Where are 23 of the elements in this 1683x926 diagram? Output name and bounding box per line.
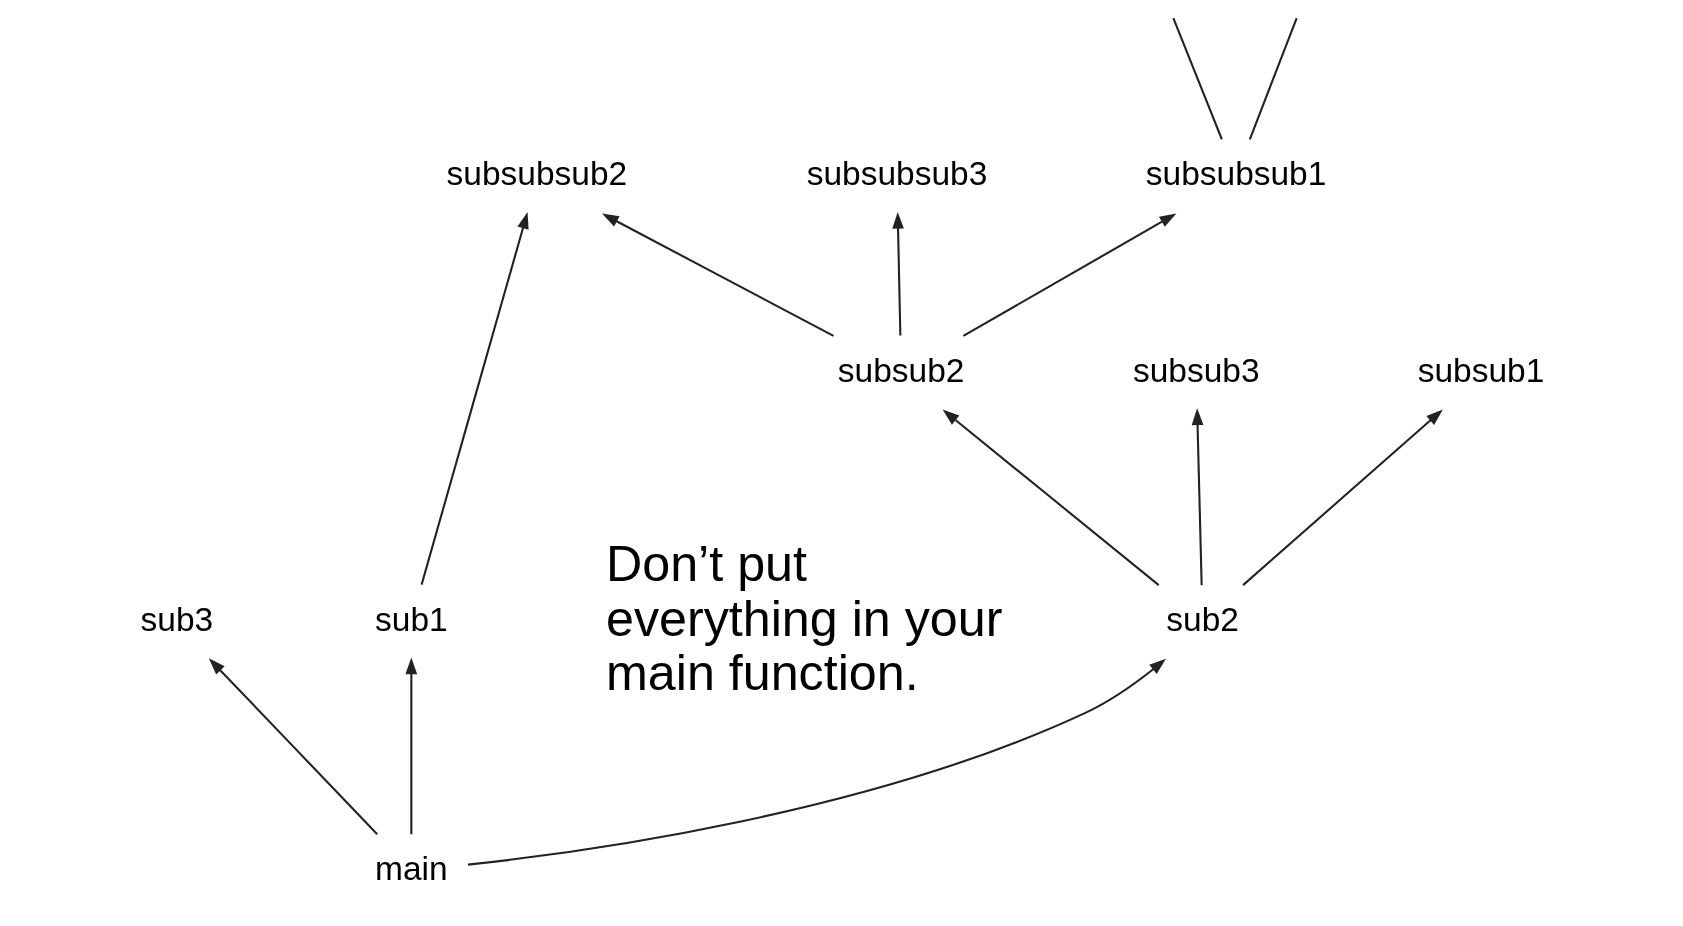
node-text: subsub2 bbox=[837, 351, 965, 389]
node-text: sub3 bbox=[140, 600, 214, 638]
arrow bbox=[892, 211, 904, 336]
arrow bbox=[420, 212, 529, 585]
node-text: subsubsub2 bbox=[446, 154, 628, 192]
node-text: main bbox=[375, 849, 448, 887]
node-text: subsub1 bbox=[1417, 351, 1545, 389]
connector bbox=[1248, 17, 1298, 140]
node-text: sub2 bbox=[1166, 600, 1239, 638]
arrow bbox=[1242, 409, 1443, 586]
node-text: subsubsub3 bbox=[806, 154, 988, 192]
label: Don’t put everything in your main function. bbox=[606, 536, 1003, 702]
connector bbox=[1172, 17, 1223, 140]
node-text: sub1 bbox=[375, 600, 448, 638]
node-text: subsub3 bbox=[1133, 351, 1260, 389]
arrow bbox=[405, 657, 418, 835]
arrow bbox=[602, 213, 834, 337]
arrow bbox=[467, 658, 1166, 866]
node-text: subsubsub1 bbox=[1145, 154, 1327, 192]
arrow bbox=[942, 409, 1160, 586]
arrow bbox=[1191, 408, 1204, 586]
arrow bbox=[962, 213, 1177, 337]
arrow bbox=[208, 658, 378, 835]
